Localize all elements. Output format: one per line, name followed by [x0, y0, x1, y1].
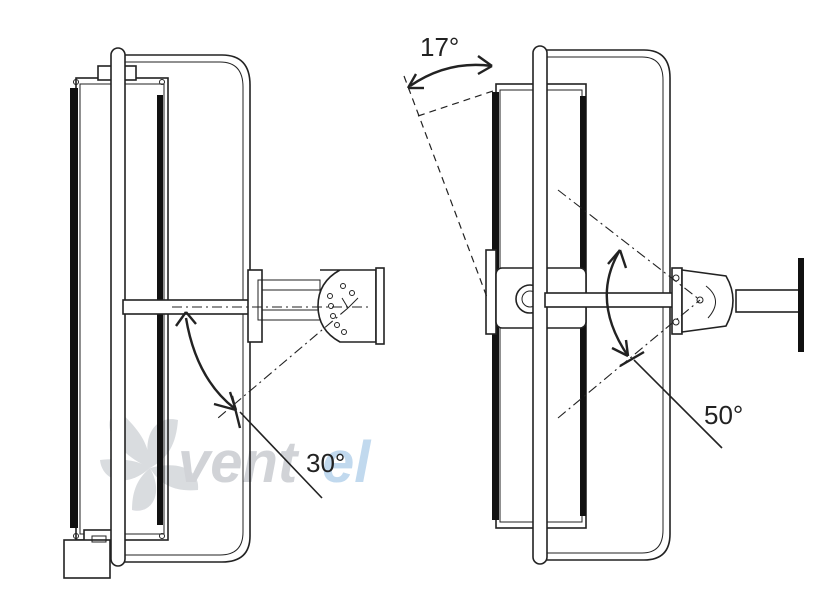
right-swivel-arrow-head — [611, 346, 629, 358]
left-arrow-head — [213, 402, 237, 412]
left-arrow-head — [185, 311, 197, 325]
right-swivel-arrow-head — [624, 339, 630, 357]
right-top-tilt-line — [403, 75, 489, 301]
right-swivel-angle-label: 50° — [704, 400, 743, 430]
right-pivot-pin — [696, 296, 704, 304]
left-angle-label: 30° — [306, 448, 345, 478]
left-screw — [73, 533, 79, 539]
left-mount-plate — [247, 269, 263, 343]
left-junction-gland — [91, 535, 107, 543]
right-leader-line — [633, 359, 723, 449]
left-arrow-tick — [230, 395, 242, 429]
right-top-arrow-head — [477, 64, 493, 76]
left-leader-line — [239, 411, 323, 499]
right-swivel-bracket — [681, 269, 734, 333]
watermark-text-a: vent — [178, 430, 300, 495]
right-swivel-angle-arc — [605, 249, 629, 357]
left-screw — [159, 79, 165, 85]
right-fan-view: 17° 50° — [403, 32, 804, 565]
right-wall-plate — [798, 258, 804, 352]
left-pivot-mark — [347, 297, 359, 309]
left-housing-strip-outer — [70, 88, 78, 528]
right-top-arrow-head — [477, 55, 493, 67]
right-swivel-arrow-head — [618, 249, 628, 269]
left-tilt-axis — [217, 307, 349, 419]
left-wall-plate — [375, 267, 385, 345]
right-horizontal-tube — [544, 292, 676, 308]
right-mount-arm — [735, 289, 801, 313]
left-mount-arm — [257, 279, 321, 321]
left-arrow-head — [175, 311, 187, 327]
left-adjust-holes — [327, 283, 355, 335]
left-pivot-mark — [341, 297, 349, 309]
left-angle-arc — [184, 317, 235, 409]
left-screw — [159, 533, 165, 539]
left-junction-box — [63, 539, 111, 579]
right-swivel-axis-upper — [557, 189, 701, 301]
left-screw — [73, 79, 79, 85]
right-motor-side-plate — [485, 249, 497, 335]
right-top-arrow-head — [406, 73, 418, 89]
left-fan-view: 30° — [63, 47, 385, 579]
right-top-ref-line — [417, 89, 497, 117]
watermark-text-b: el — [322, 430, 372, 495]
right-top-angle-label: 17° — [420, 32, 459, 62]
right-swivel-arrow-head — [607, 249, 621, 265]
right-swivel-arrow-tick — [619, 350, 645, 368]
right-top-angle-arc — [409, 63, 493, 87]
right-swivel-slot — [705, 285, 716, 319]
